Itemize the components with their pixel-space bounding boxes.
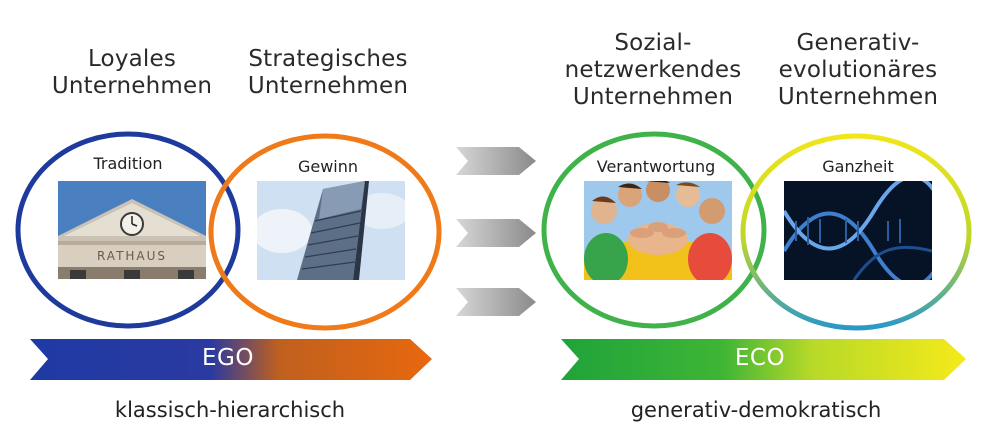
arrow-bottom — [456, 288, 536, 316]
title-generative-line-2: evolutionäres — [778, 57, 938, 83]
title-strategic: Strategisches Unternehmen — [228, 46, 428, 100]
caption-generative: generativ-demokratisch — [630, 398, 882, 422]
team-hands-photo — [584, 181, 732, 280]
label-gewinn: Gewinn — [297, 157, 359, 176]
title-loyal-line-2: Unternehmen — [51, 73, 213, 99]
label-ganzheit: Ganzheit — [822, 157, 894, 176]
label-verantwortung: Verantwortung — [596, 157, 716, 176]
dna-photo — [784, 181, 932, 280]
rathaus-photo: RATHAUS — [58, 181, 206, 279]
skyscraper-photo — [257, 181, 405, 280]
arrow-top — [456, 147, 536, 175]
title-loyal: Loyales Unternehmen — [32, 46, 232, 100]
arrow-middle — [456, 219, 536, 247]
circle-social — [541, 131, 767, 329]
title-social-line-3: Unternehmen — [572, 84, 734, 110]
eco-bar — [561, 339, 966, 380]
rathaus-sign: RATHAUS — [97, 249, 167, 263]
circle-loyal — [15, 131, 241, 329]
eco-label: ECO — [734, 345, 786, 371]
title-strategic-line-1: Strategisches — [248, 46, 408, 72]
caption-classic: klassisch-hierarchisch — [114, 398, 346, 422]
title-loyal-line-1: Loyales — [87, 46, 177, 72]
label-tradition: Tradition — [93, 154, 163, 173]
title-social-line-1: Sozial- — [614, 30, 692, 56]
ego-label: EGO — [202, 345, 254, 371]
title-generative: Generativ- evolutionäres Unternehmen — [758, 30, 958, 111]
title-social-line-2: netzwerkendes — [564, 57, 742, 83]
ego-bar — [30, 339, 432, 380]
title-generative-line-1: Generativ- — [796, 30, 920, 56]
circle-generative — [740, 133, 972, 331]
title-strategic-line-2: Unternehmen — [247, 73, 409, 99]
title-social: Sozial- netzwerkendes Unternehmen — [548, 30, 758, 111]
title-generative-line-3: Unternehmen — [777, 84, 939, 110]
circle-strategic — [208, 133, 442, 331]
